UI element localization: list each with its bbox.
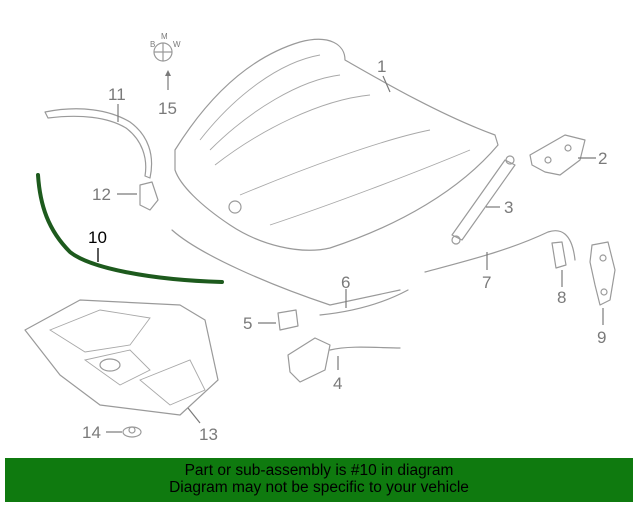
callout-3: 3 (504, 198, 513, 217)
part-9-bracket (589, 241, 616, 306)
callout-2: 2 (598, 149, 607, 168)
callout-15: 15 (158, 99, 177, 118)
part-1-hood (174, 38, 499, 251)
part-5-bracket (277, 309, 299, 331)
part-11-seal (44, 108, 153, 179)
callout-12: 12 (92, 185, 111, 204)
callout-14: 14 (82, 423, 101, 442)
callout-5: 5 (243, 314, 252, 333)
part-3-strut (451, 155, 516, 245)
callout-13: 13 (199, 425, 218, 444)
callout-9: 9 (597, 328, 606, 347)
banner-line-1: Part or sub-assembly is #10 in diagram (184, 462, 454, 479)
part-13-insulation (24, 299, 219, 416)
callout-1: 1 (377, 57, 386, 76)
arrowhead-15 (165, 70, 171, 76)
part-7-cable (424, 230, 576, 273)
leader-1 (382, 75, 391, 93)
part-8-clip (551, 241, 567, 269)
part-15-emblem: B M W (150, 32, 181, 62)
emblem-letter-b: B (150, 40, 155, 49)
part-2-hinge (529, 134, 586, 176)
banner-line-2: Diagram may not be specific to your vehi… (169, 479, 469, 496)
leader-13 (187, 407, 201, 424)
callout-4: 4 (333, 374, 342, 393)
callout-8: 8 (557, 288, 566, 307)
emblem-letter-m: M (161, 32, 168, 41)
part-10-seal-highlighted (36, 173, 224, 284)
callout-7: 7 (482, 273, 491, 292)
callout-6: 6 (341, 273, 350, 292)
part-6-cable (319, 289, 409, 316)
emblem-letter-w: W (173, 40, 181, 49)
hood-parts-diagram: B M W (24, 32, 616, 444)
callout-11: 11 (108, 85, 126, 104)
release-cable (171, 229, 401, 306)
part-4-lock (287, 337, 401, 383)
callout-10: 10 (88, 228, 107, 247)
part-14-clip (122, 426, 142, 438)
part-12-bracket (139, 181, 159, 211)
fitment-notice-banner: Part or sub-assembly is #10 in diagram D… (5, 458, 633, 502)
